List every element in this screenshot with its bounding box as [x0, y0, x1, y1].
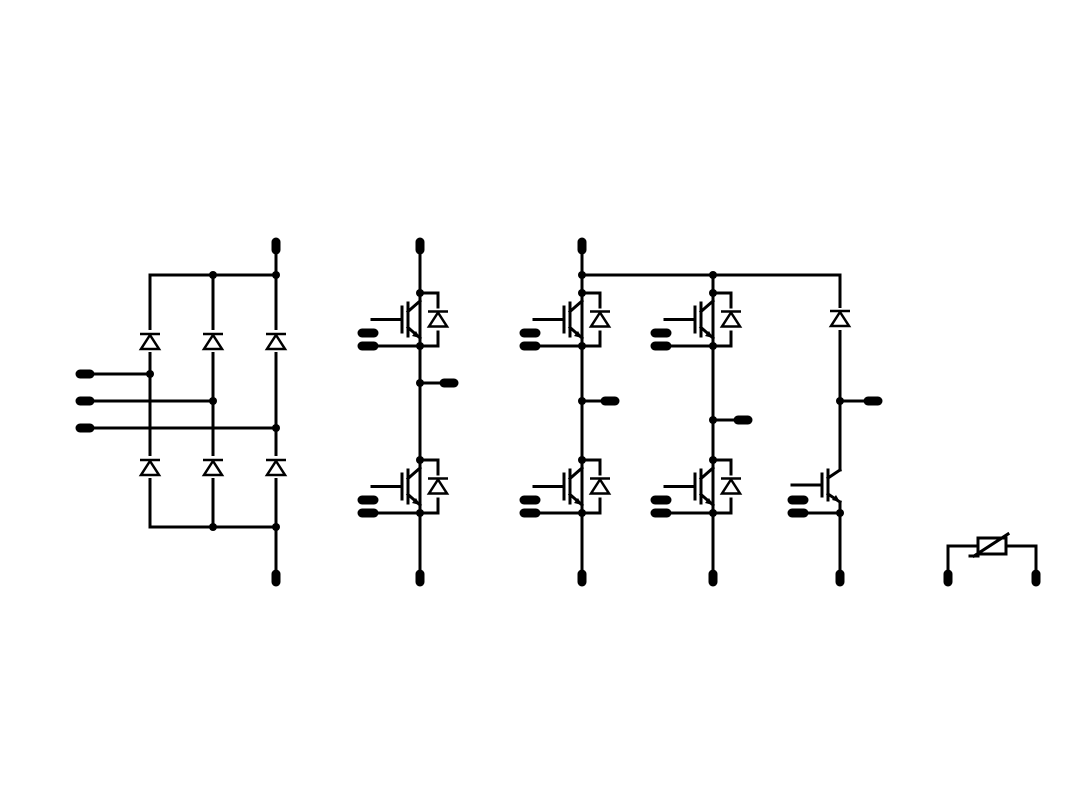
rectifier-diode [201, 456, 225, 478]
rectifier-diode [264, 330, 288, 352]
rectifier-diode [138, 456, 162, 478]
half-bridge-3 [650, 273, 753, 587]
igbt-switch [357, 289, 450, 351]
rectifier-diode [138, 330, 162, 352]
rectifier-diode [201, 330, 225, 352]
freewheel-diode [588, 475, 612, 498]
rectifier-diode [264, 456, 288, 478]
freewheel-diode [719, 475, 743, 498]
freewheel-diode [719, 308, 743, 331]
igbt-switch [650, 289, 743, 351]
dc-plus-rail [578, 271, 842, 279]
brake-chopper [787, 273, 883, 587]
brake-igbt [787, 467, 844, 518]
freewheel-diode [426, 308, 450, 331]
igbt-switch [519, 456, 612, 518]
half-bridge-2 [519, 237, 620, 587]
igbt-switch [650, 456, 743, 518]
brake-diode [828, 308, 852, 330]
igbt-switch [519, 289, 612, 351]
rectifier-bridge [75, 237, 288, 587]
freewheel-diode [426, 475, 450, 498]
half-bridge-1 [357, 237, 459, 587]
igbt-switch [357, 456, 450, 518]
ntc-thermistor [943, 531, 1041, 587]
freewheel-diode [588, 308, 612, 331]
